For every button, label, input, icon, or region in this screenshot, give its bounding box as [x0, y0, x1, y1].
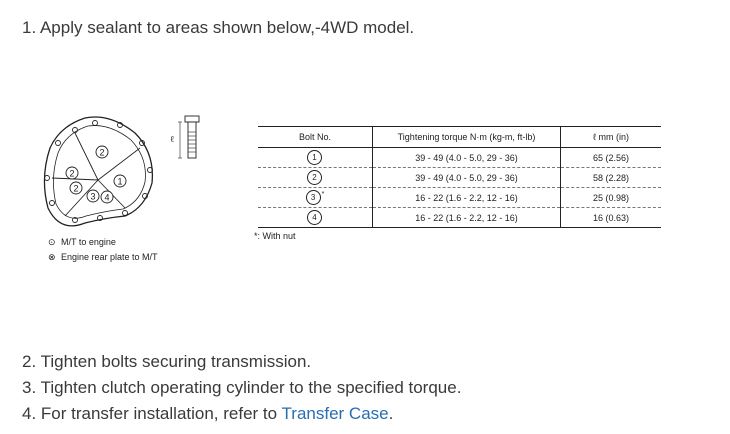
transfer-case-link[interactable]: Transfer Case — [281, 404, 389, 423]
housing-outline — [43, 116, 154, 227]
circle-dot-icon: ⊙ — [48, 237, 56, 247]
header-torque: Tightening torque N·m (kg-m, ft-lb) — [372, 126, 561, 148]
length-value: 25 (0.98) — [560, 187, 661, 208]
torque-value: 39 - 49 (4.0 - 5.0, 29 - 36) — [372, 147, 561, 168]
step-3-text: 3. Tighten clutch operating cylinder to … — [22, 378, 462, 397]
torque-value: 39 - 49 (4.0 - 5.0, 29 - 36) — [372, 167, 561, 188]
callout-2b: 2 — [69, 169, 74, 179]
bolt-number: 3 — [305, 190, 321, 205]
callout-3: 3 — [90, 192, 95, 202]
header-length: ℓ mm (in) — [560, 126, 661, 148]
step-1-text: 1. Apply sealant to areas shown below,-4… — [22, 18, 415, 37]
circle-cross-icon: ⊗ — [48, 252, 56, 262]
table-row: 3* 16 - 22 (1.6 - 2.2, 12 - 16) 25 (0.98… — [258, 187, 661, 208]
length-value: 58 (2.28) — [560, 167, 661, 188]
header-bolt-no: Bolt No. — [258, 126, 373, 148]
bolt-number: 2 — [307, 170, 322, 185]
step-2-text: 2. Tighten bolts securing transmission. — [22, 352, 312, 371]
callout-1: 1 — [117, 177, 122, 187]
table-header-row: Bolt No. Tightening torque N·m (kg-m, ft… — [258, 126, 661, 148]
transmission-bolt-diagram: 2 2 2 1 3 4 ℓ — [43, 115, 200, 227]
torque-table: Bolt No. Tightening torque N·m (kg-m, ft… — [258, 126, 661, 228]
torque-value: 16 - 22 (1.6 - 2.2, 12 - 16) — [372, 187, 561, 208]
legend-m-t-to-engine: ⊙M/T to engine — [48, 237, 116, 247]
table-row: 4 16 - 22 (1.6 - 2.2, 12 - 16) 16 (0.63) — [258, 207, 661, 228]
table-note: *: With nut — [254, 231, 296, 241]
bolt-number: 1 — [307, 150, 322, 165]
callout-2a: 2 — [99, 148, 104, 158]
callout-4: 4 — [104, 193, 109, 203]
torque-value: 16 - 22 (1.6 - 2.2, 12 - 16) — [372, 207, 561, 228]
length-value: 16 (0.63) — [560, 207, 661, 228]
table-row: 1 39 - 49 (4.0 - 5.0, 29 - 36) 65 (2.56) — [258, 147, 661, 168]
callout-2c: 2 — [73, 184, 78, 194]
housing-inner — [53, 125, 146, 219]
legend-rear-plate: ⊗Engine rear plate to M/T — [48, 252, 158, 262]
bolt-number: 4 — [307, 210, 322, 225]
length-value: 65 (2.56) — [560, 147, 661, 168]
table-row: 2 39 - 49 (4.0 - 5.0, 29 - 36) 58 (2.28) — [258, 167, 661, 188]
step-4-text: 4. For transfer installation, refer to T… — [22, 404, 394, 423]
length-symbol: ℓ — [170, 134, 174, 144]
